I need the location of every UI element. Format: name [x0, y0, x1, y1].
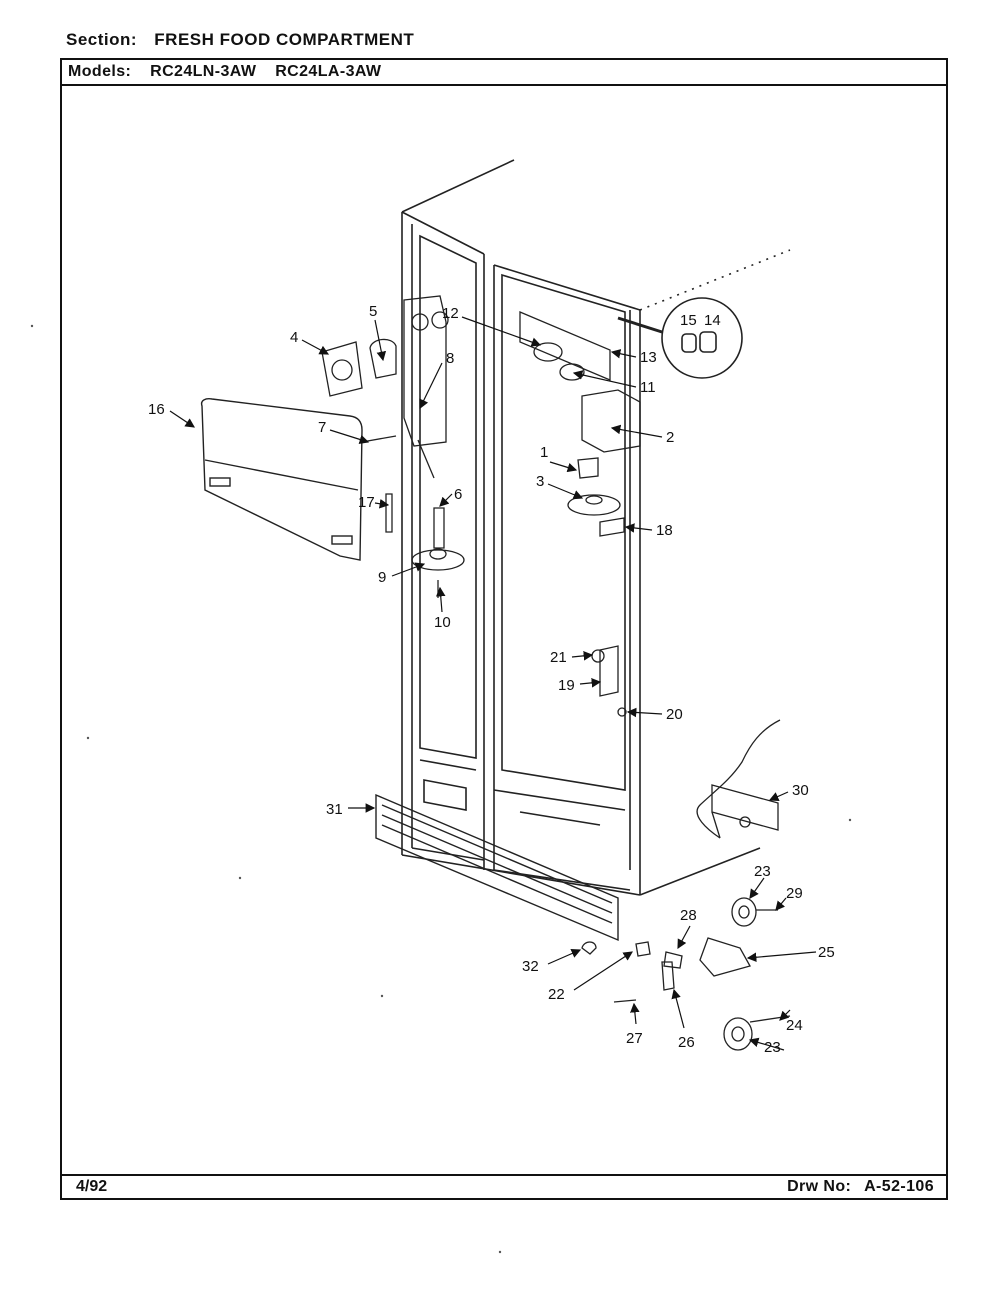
callout-labels: 1 2 3 4 5 6 7 8 9 10 11 12 13 14 15 16 1…	[148, 303, 835, 1056]
callout-7: 7	[318, 419, 326, 436]
callout-31: 31	[326, 801, 343, 818]
callout-8: 8	[446, 350, 454, 367]
callout-29: 29	[786, 885, 803, 902]
callout-6: 6	[454, 486, 462, 503]
footer-bar: 4/92 Drw No: A-52-106	[62, 1174, 946, 1198]
part-kickplate	[375, 793, 619, 942]
models-line: Models: RC24LN-3AW RC24LA-3AW	[68, 63, 395, 81]
callout-12: 12	[442, 305, 459, 322]
callout-2: 2	[666, 429, 674, 446]
scan-specks	[30, 324, 852, 1254]
callout-17: 17	[358, 494, 375, 511]
callout-4: 4	[290, 329, 298, 346]
callout-26: 26	[678, 1034, 695, 1051]
model-2: RC24LA-3AW	[275, 63, 382, 80]
callout-18: 18	[656, 522, 673, 539]
detail-cutaway	[696, 719, 781, 839]
callout-30: 30	[792, 782, 809, 799]
callout-5: 5	[369, 303, 377, 320]
callout-25: 25	[818, 944, 835, 961]
callout-19: 19	[558, 677, 575, 694]
drawing-id: Drw No: A-52-106	[779, 1178, 934, 1196]
revision-date: 4/92	[76, 1178, 108, 1195]
section-value: FRESH FOOD COMPARTMENT	[154, 30, 415, 49]
callout-11: 11	[640, 379, 656, 396]
callout-27: 27	[626, 1030, 643, 1047]
inset-detail	[617, 297, 743, 379]
callout-24: 24	[786, 1017, 803, 1034]
part-trim-cover	[200, 398, 363, 561]
callout-32: 32	[522, 958, 539, 975]
callout-20: 20	[666, 706, 683, 723]
callout-28: 28	[680, 907, 697, 924]
callout-3: 3	[536, 473, 544, 490]
callout-15: 15	[680, 312, 697, 329]
callout-22: 22	[548, 986, 565, 1003]
model-1: RC24LN-3AW	[150, 63, 257, 80]
models-bar: Models: RC24LN-3AW RC24LA-3AW	[62, 60, 946, 86]
section-label: Section:	[66, 30, 138, 49]
callout-23-upper: 23	[754, 863, 771, 880]
small-parts	[321, 295, 791, 1051]
callout-10: 10	[434, 614, 451, 631]
section-title: Section: FRESH FOOD COMPARTMENT	[66, 30, 414, 50]
drawing-label: Drw No:	[787, 1178, 852, 1195]
callout-9: 9	[378, 569, 386, 586]
diagram-frame: Models: RC24LN-3AW RC24LA-3AW 4/92 Drw N…	[60, 58, 948, 1200]
callout-16: 16	[148, 401, 165, 418]
callout-21: 21	[550, 649, 567, 666]
callout-23-lower: 23	[764, 1039, 781, 1056]
cabinet-outline	[401, 159, 791, 896]
leader-lines	[169, 316, 817, 1051]
callout-13: 13	[640, 349, 657, 366]
models-label: Models:	[68, 63, 132, 80]
callout-14: 14	[704, 312, 721, 329]
drawing-number: A-52-106	[864, 1178, 934, 1195]
callout-1: 1	[540, 444, 548, 461]
